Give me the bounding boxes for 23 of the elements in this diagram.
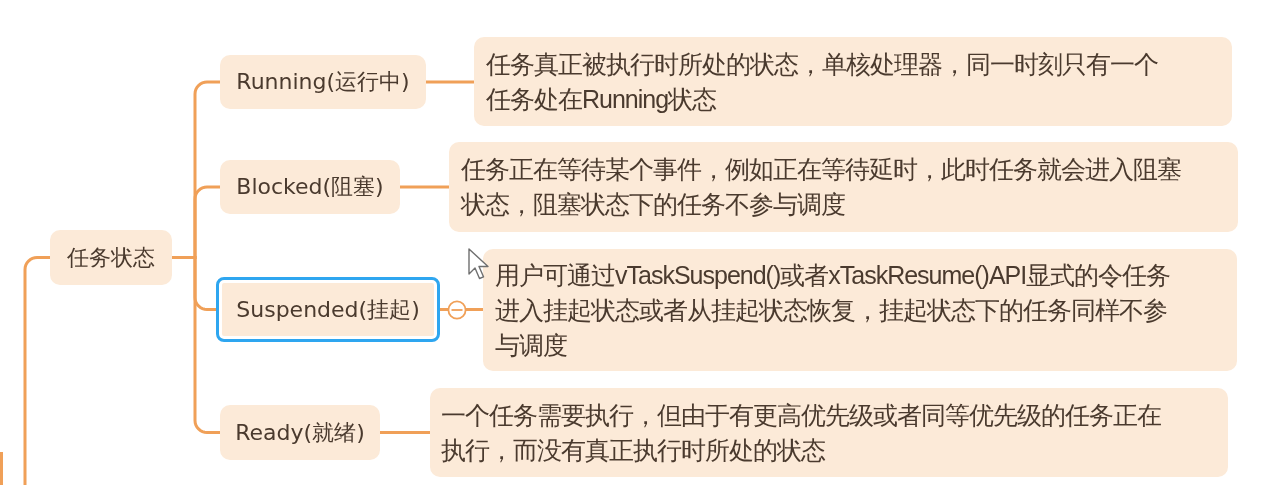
topic-box	[220, 160, 400, 214]
description-text: 任务真正被执行时所处的状态，单核处理器，同一时刻只有一个任务处在Running状态	[486, 48, 1159, 115]
note-box	[474, 37, 1232, 126]
topic-label: Ready(就绪)	[235, 418, 365, 447]
description-text: 一个任务需要执行，但由于有更高优先级或者同等优先级的任务正在执行，而没有真正执行时所处的状态	[441, 399, 1162, 466]
description-text: 任务正在等待某个事件，例如正在等待延时，此时任务就会进入阻塞状态，阻塞状态下的任务不参与调度	[461, 154, 1182, 220]
connector-line	[23, 256, 50, 485]
topic-box	[220, 405, 380, 460]
connector-line	[426, 80, 474, 84]
topic-label: Running(运行中)	[236, 68, 410, 96]
topic-label: Suspended(挂起)	[236, 295, 420, 324]
note-box	[483, 249, 1237, 371]
description-text: 用户可通过vTaskSuspend()或者xTaskResume()API显式的令任务进入挂起状态或者从挂起状态恢复，挂起状态下的任务同样不参与调度	[495, 259, 1172, 361]
note-box	[449, 142, 1238, 232]
topic-label: Blocked(阻塞)	[236, 173, 384, 201]
topic-box	[50, 230, 172, 285]
connector-line	[400, 185, 449, 189]
connector-line	[440, 308, 483, 311]
note-box	[430, 388, 1228, 477]
connector-line	[380, 431, 430, 434]
topic-box	[216, 277, 440, 342]
topic-label: 任务状态	[67, 243, 155, 272]
topic-box	[220, 55, 426, 109]
